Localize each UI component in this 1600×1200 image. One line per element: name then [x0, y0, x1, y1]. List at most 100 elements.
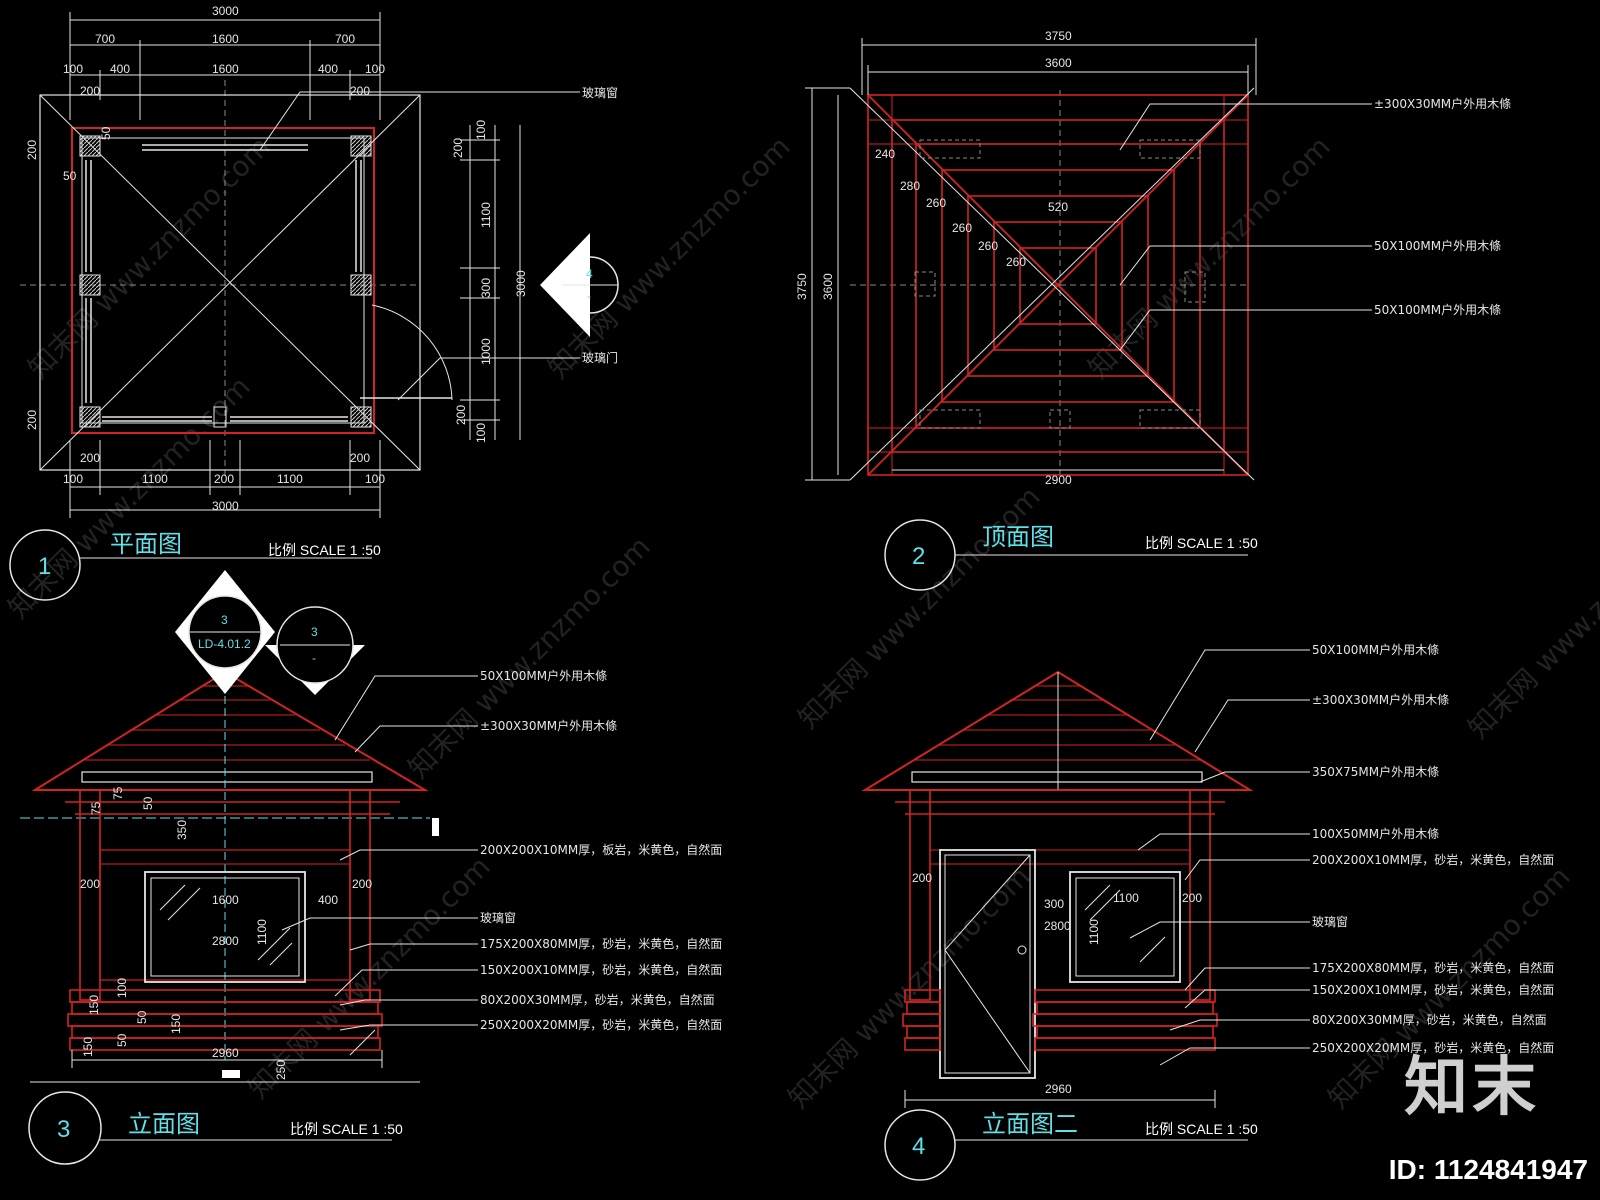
callout-number: 3	[311, 625, 318, 639]
callout-number: 4	[586, 267, 593, 281]
plan-dim: 200	[350, 451, 370, 465]
column	[213, 406, 227, 428]
roof-scale: 比例 SCALE 1 :50	[1145, 535, 1258, 551]
plan-dim: 200	[25, 410, 39, 430]
section-callout-4: 4 -	[540, 233, 619, 337]
plan-dim: 50	[63, 169, 77, 183]
roof-column-markers	[914, 139, 1206, 429]
plan-dim: 700	[335, 32, 355, 46]
elevation-2-view: 200 300 1100 200 2800 1100 2960 50X100MM…	[861, 642, 1554, 1181]
roof-dim: 3600	[821, 273, 835, 300]
roof-dim: 260	[926, 196, 946, 210]
elev1-dim: 2800	[212, 934, 239, 948]
plan-dim-3000: 3000	[212, 4, 239, 18]
elev1-label: 50X100MM户外用木條	[480, 668, 607, 683]
roof-shingles	[85, 685, 370, 761]
drawing-number: 4	[912, 1133, 925, 1160]
fascia-board	[911, 771, 1203, 783]
plan-dim-3000: 3000	[212, 499, 239, 513]
plan-dim: 50	[99, 126, 113, 140]
elev1-dim: 75	[111, 786, 125, 800]
elev1-dim: 200	[352, 877, 372, 891]
elev2-label: 350X75MM户外用木條	[1312, 764, 1439, 779]
glass-window	[144, 871, 306, 983]
elev2-label: 50X100MM户外用木條	[1312, 642, 1439, 657]
elev1-dim: 150	[87, 995, 101, 1015]
glass-door	[939, 849, 1036, 1079]
roof-dim: 260	[952, 221, 972, 235]
elev1-dim: 50	[115, 1033, 129, 1047]
column	[350, 274, 372, 296]
elev2-dim: 200	[1182, 891, 1202, 905]
elev1-dim: 400	[318, 893, 338, 907]
plan-dim: 400	[110, 62, 130, 76]
post-left	[79, 789, 101, 1001]
fascia-board	[81, 771, 373, 783]
drawing-number: 1	[38, 553, 51, 580]
roof-label: ±300X30MM户外用木條	[1374, 96, 1511, 111]
elev2-label: 175X200X80MM厚，砂岩，米黄色，自然面	[1312, 960, 1554, 975]
plan-dim: 100	[63, 472, 83, 486]
plan-dim: 200	[451, 138, 465, 158]
column	[79, 406, 101, 428]
plan-dim: 1100	[142, 472, 168, 486]
elev1-title: 立面图	[128, 1110, 200, 1138]
label-glass-door: 玻璃门	[582, 350, 618, 365]
plan-dim: 100	[474, 423, 488, 443]
watermark-text: 知末网 www.znzmo.com	[402, 530, 657, 785]
plan-dim: 1000	[479, 338, 493, 365]
plan-dim: 1100	[277, 472, 303, 486]
elev2-dim: 1100	[1113, 891, 1139, 905]
elev2-title: 立面图二	[982, 1110, 1078, 1138]
post-left	[909, 789, 931, 1001]
elev1-label: 80X200X30MM厚，砂岩，米黄色，自然面	[480, 992, 715, 1007]
elev1-label: 250X200X20MM厚，砂岩，米黄色，自然面	[480, 1017, 722, 1032]
elev1-label: 175X200X80MM厚，砂岩，米黄色，自然面	[480, 936, 722, 951]
column	[350, 135, 372, 157]
plan-dim: 700	[95, 32, 115, 46]
elev2-label: 玻璃窗	[1312, 915, 1348, 929]
plan-view: 3000 700 1600 700 100 400 1600 400 100 2…	[9, 4, 619, 601]
callout-sheet: -	[312, 651, 316, 665]
image-id-label: ID: 1124841947	[1388, 1154, 1588, 1185]
post-right	[1189, 789, 1211, 1001]
elev2-label: 250X200X20MM厚，砂岩，米黄色，自然面	[1312, 1040, 1554, 1055]
drawing-number: 3	[57, 1116, 70, 1143]
watermark-text: 知末网 www.znzmo.com	[1462, 490, 1600, 745]
plan-dim: 1600	[212, 62, 239, 76]
plan-dim: 200	[350, 84, 370, 98]
elev2-dim: 2960	[1045, 1082, 1072, 1096]
elev1-dim: 1100	[255, 919, 269, 945]
elev2-scale: 比例 SCALE 1 :50	[1145, 1121, 1258, 1137]
elev1-scale: 比例 SCALE 1 :50	[290, 1121, 403, 1137]
plan-dim: 100	[474, 120, 488, 140]
plan-dim: 200	[80, 84, 100, 98]
elev2-dim: 1100	[1087, 919, 1101, 945]
elev1-label: 玻璃窗	[480, 911, 516, 925]
plan-title: 平面图	[110, 530, 182, 558]
plan-dim: 200	[80, 451, 100, 465]
roof-dim: 3750	[1045, 29, 1072, 43]
elev2-label: 200X200X10MM厚，砂岩，米黄色，自然面	[1312, 852, 1554, 867]
roof-dim: 3750	[795, 273, 809, 300]
elev1-dim: 150	[81, 1037, 95, 1057]
roof-dim: 2900	[1045, 473, 1072, 487]
column	[350, 406, 372, 428]
elev1-label: 150X200X10MM厚，砂岩，米黄色，自然面	[480, 962, 722, 977]
roof-title: 顶面图	[982, 523, 1054, 551]
roof-dim: 240	[875, 147, 895, 161]
column-group	[79, 135, 372, 428]
callout-number: 3	[221, 613, 228, 627]
roof-hip-white	[849, 87, 1255, 481]
roof-plan-view: 3750 3600 3750 3600 2900 240 280 260 260…	[795, 29, 1511, 591]
elev1-dim: 75	[89, 801, 103, 815]
roof-dim: 280	[900, 179, 920, 193]
glass-window	[1069, 871, 1181, 983]
elev1-dim: 250	[274, 1060, 288, 1080]
drawing-number: 2	[912, 543, 925, 570]
plan-dimensions-top	[69, 12, 381, 120]
plan-dim: 400	[318, 62, 338, 76]
plan-windows	[85, 144, 362, 422]
elev1-dim: 1600	[212, 893, 239, 907]
roof-label: 50X100MM户外用木條	[1374, 302, 1501, 317]
